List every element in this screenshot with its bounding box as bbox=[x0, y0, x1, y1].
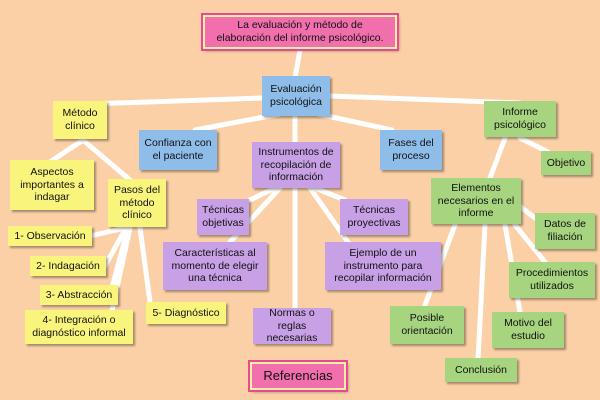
node-evaluacion: Evaluación psicológica bbox=[262, 76, 330, 116]
node-ejemplo: Ejemplo de un instrumento para recopilar… bbox=[325, 242, 441, 290]
node-metodo-clinico: Método clínico bbox=[53, 101, 107, 139]
node-aspectos: Aspectos importantes a indagar bbox=[10, 160, 94, 210]
node-posible: Posible orientación bbox=[390, 306, 464, 344]
node-elementos: Elementos necesarios en el informe bbox=[431, 178, 521, 224]
node-diagnostico: 5- Diagnóstico bbox=[146, 302, 226, 324]
node-informe: Informe psicológico bbox=[484, 101, 556, 137]
node-indagacion: 2- Indagación bbox=[30, 256, 106, 276]
node-caracteristicas: Características al momento de elegir una… bbox=[163, 242, 267, 290]
references-button[interactable]: Referencias bbox=[250, 362, 346, 390]
node-confianza: Confianza con el paciente bbox=[139, 130, 217, 170]
node-pasos: Pasos del método clínico bbox=[108, 179, 166, 227]
node-instrumentos: Instrumentos de recopilación de informac… bbox=[252, 142, 340, 188]
node-motivo: Motivo del estudio bbox=[492, 312, 564, 348]
map-title: La evaluación y método de elaboración de… bbox=[203, 15, 397, 49]
node-fases: Fases del proceso bbox=[380, 130, 442, 170]
node-tecnicas-proyectivas: Técnicas proyectivas bbox=[340, 199, 408, 235]
node-integracion: 4- Integración o diagnóstico informal bbox=[25, 310, 133, 344]
node-procedimientos: Procedimientos utilizados bbox=[509, 262, 595, 298]
node-normas: Normas o reglas necesarias bbox=[253, 307, 331, 344]
node-observacion: 1- Observación bbox=[8, 226, 92, 246]
node-objetivo: Objetivo bbox=[541, 151, 591, 175]
node-tecnicas-objetivas: Técnicas objetivas bbox=[197, 199, 249, 235]
node-conclusion: Conclusión bbox=[445, 358, 517, 382]
node-datos: Datos de filiación bbox=[535, 213, 595, 249]
node-abstraccion: 3- Abstracción bbox=[40, 285, 118, 305]
